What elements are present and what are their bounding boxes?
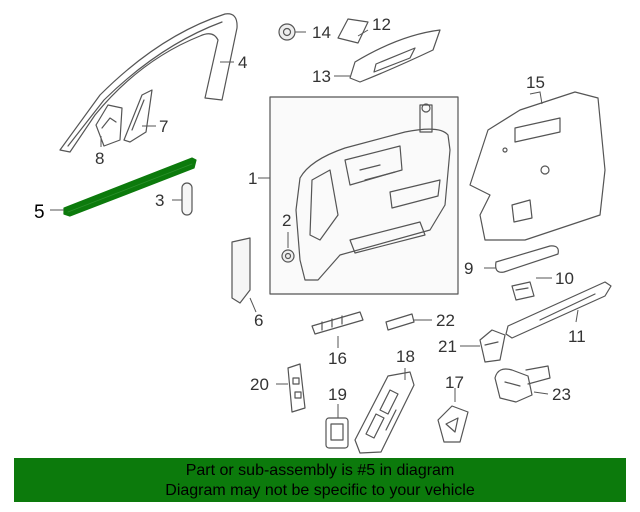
part-17-switch [437, 405, 469, 443]
part-6-corner-cover [231, 237, 251, 304]
callout-3: 3 [155, 191, 164, 210]
callout-6: 6 [254, 311, 263, 330]
callout-11: 11 [568, 327, 586, 346]
part-16-connector [311, 311, 364, 335]
callout-labels: 1 2 3 4 5 6 7 8 9 10 11 12 13 14 15 16 1… [34, 15, 586, 404]
callout-13: 13 [312, 67, 331, 86]
part-13-panel-insert [349, 29, 441, 83]
callout-19: 19 [328, 385, 347, 404]
part-21-handle [479, 329, 506, 363]
banner-line-1: Part or sub-assembly is #5 in diagram [185, 462, 455, 479]
part-9-armrest-pad [495, 245, 559, 273]
part-11-trim-strip [505, 281, 612, 339]
part-2-grommet [281, 249, 295, 263]
info-banner: Part or sub-assembly is #5 in diagram Di… [14, 458, 626, 502]
part-23-seat-switch [494, 365, 551, 403]
callout-15: 15 [526, 73, 545, 92]
callout-8: 8 [95, 149, 104, 168]
part-15-insulation-sheet [469, 91, 606, 241]
part-18-window-switch-panel [354, 371, 415, 454]
callout-5: 5 [34, 202, 45, 223]
callout-23: 23 [552, 385, 571, 404]
callout-14: 14 [312, 23, 331, 42]
leader-lines [50, 29, 579, 418]
callout-10: 10 [555, 269, 574, 288]
callout-9: 9 [464, 259, 473, 278]
part-3-plug [181, 182, 193, 216]
part-4-window-frame [59, 13, 238, 153]
part-1-door-trim-panel [295, 103, 451, 281]
callout-7: 7 [159, 117, 168, 136]
callout-18: 18 [396, 347, 415, 366]
part-14-grommet [278, 23, 296, 41]
callout-2: 2 [282, 211, 291, 230]
part-7-triangle-trim [123, 89, 153, 143]
part-12-plate [337, 18, 369, 44]
callout-21: 21 [438, 337, 457, 356]
callout-1: 1 [248, 169, 257, 188]
part-22-clip [385, 313, 415, 331]
callout-17: 17 [445, 373, 464, 392]
banner-line-2: Diagram may not be specific to your vehi… [165, 482, 475, 499]
part-10-switch [511, 281, 535, 301]
part-1-box [269, 96, 459, 295]
part-20-bracket [287, 363, 306, 413]
part-8-bracket [95, 104, 123, 147]
part-5-belt-molding [63, 157, 197, 217]
callout-4: 4 [238, 53, 247, 72]
parts-diagram: 1 2 3 4 5 6 7 8 9 10 11 12 13 14 15 16 1… [34, 13, 612, 454]
callout-22: 22 [436, 311, 455, 330]
part-19-switch [325, 417, 349, 449]
callout-12: 12 [372, 15, 391, 34]
callout-16: 16 [328, 349, 347, 368]
callout-20: 20 [250, 375, 269, 394]
